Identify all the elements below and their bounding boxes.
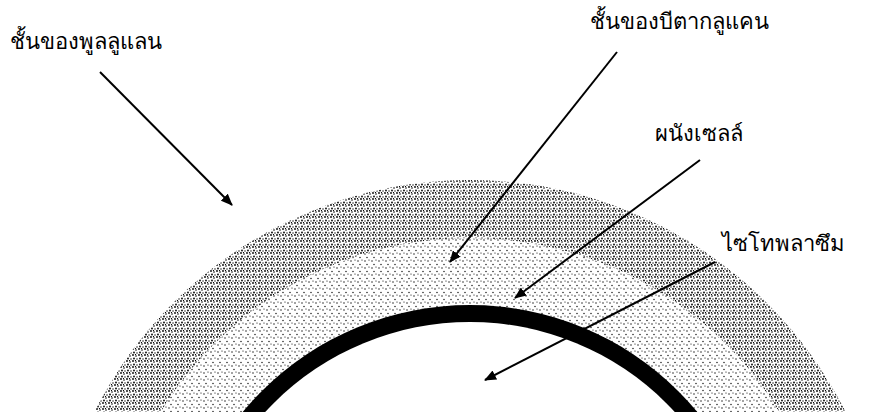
cell-wall [175,305,765,412]
part-label: ชั้นของบีตากลูแคน [590,8,769,37]
leader-line [100,72,232,205]
leader-line [450,52,617,262]
beta-glucan-layer [108,238,832,412]
leader-line [515,160,700,298]
part-label: ผนังเซลล์ [655,120,743,149]
pullulan-layer [50,180,887,412]
part-label: ไซโทพลาซึม [722,230,845,259]
leader-line [485,262,715,380]
part-label: ชั้นของพูลลูแลน [10,28,162,57]
cytoplasm [192,322,748,412]
